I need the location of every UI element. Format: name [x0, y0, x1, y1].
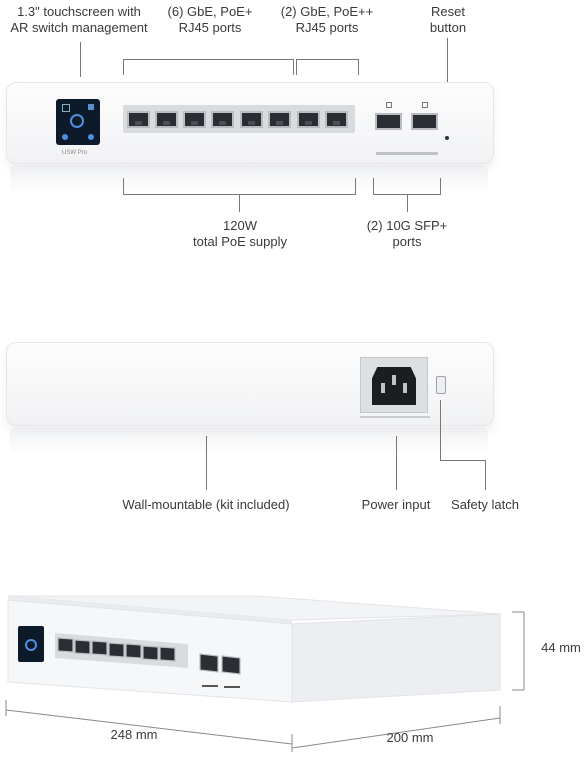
touchscreen-display[interactable] — [56, 99, 100, 145]
power-input-socket[interactable] — [372, 367, 416, 405]
dimension-depth-label: 200 mm — [386, 730, 434, 745]
switch-front-reflection — [10, 165, 488, 195]
safety-latch[interactable] — [436, 376, 446, 394]
poe-plusplus-label: (2) GbE, PoE++ RJ45 ports — [280, 4, 374, 35]
sfp-label: (2) 10G SFP+ ports — [366, 218, 448, 249]
rj45-port-7[interactable] — [297, 111, 320, 128]
rj45-port-5[interactable] — [240, 111, 263, 128]
perspective-rj45-ports — [57, 637, 176, 662]
rj45-port-6[interactable] — [268, 111, 291, 128]
power-rating-text — [360, 416, 430, 418]
safety-latch-callout-h — [440, 460, 485, 461]
poe-supply-label: 120W total PoE supply — [193, 218, 287, 249]
power-input-label: Power input — [361, 497, 431, 512]
wall-mount-callout — [206, 436, 207, 490]
switch-back-reflection — [10, 427, 488, 457]
dimension-width-label: 248 mm — [110, 727, 158, 742]
reset-button[interactable] — [445, 136, 449, 140]
perspective-touchscreen — [18, 626, 44, 662]
screen-app-icon — [62, 104, 70, 112]
safety-latch-callout-v — [440, 400, 441, 460]
sfp-led-1 — [386, 102, 392, 108]
dimension-lines — [5, 611, 525, 752]
sfp-port-1[interactable] — [375, 113, 402, 130]
screen-ring-icon — [70, 114, 84, 128]
poe-plus-bracket — [123, 59, 293, 60]
dimension-height-label: 44 mm — [541, 640, 581, 655]
sfp-underline — [376, 152, 438, 155]
screen-status-icon — [88, 104, 94, 110]
reset-label: Reset button — [429, 4, 467, 35]
wall-mount-label: Wall-mountable (kit included) — [122, 497, 290, 512]
poe-plus-label: (6) GbE, PoE+ RJ45 ports — [167, 4, 253, 35]
touchscreen-label: 1.3" touchscreen with AR switch manageme… — [10, 4, 148, 35]
touchscreen-callout — [80, 42, 81, 77]
safety-latch-label: Safety latch — [451, 497, 519, 512]
perspective-sfp-ports — [199, 653, 241, 675]
rj45-port-1[interactable] — [127, 111, 150, 128]
brand-text: USW Pro — [62, 150, 88, 156]
poe-plusplus-bracket — [296, 59, 358, 60]
rj45-port-2[interactable] — [155, 111, 178, 128]
sfp-led-2 — [422, 102, 428, 108]
power-input-callout — [396, 436, 397, 490]
rj45-port-4[interactable] — [211, 111, 234, 128]
sfp-port-2[interactable] — [411, 113, 438, 130]
rj45-port-3[interactable] — [183, 111, 206, 128]
switch-side-face — [291, 613, 501, 703]
rj45-port-8[interactable] — [325, 111, 348, 128]
